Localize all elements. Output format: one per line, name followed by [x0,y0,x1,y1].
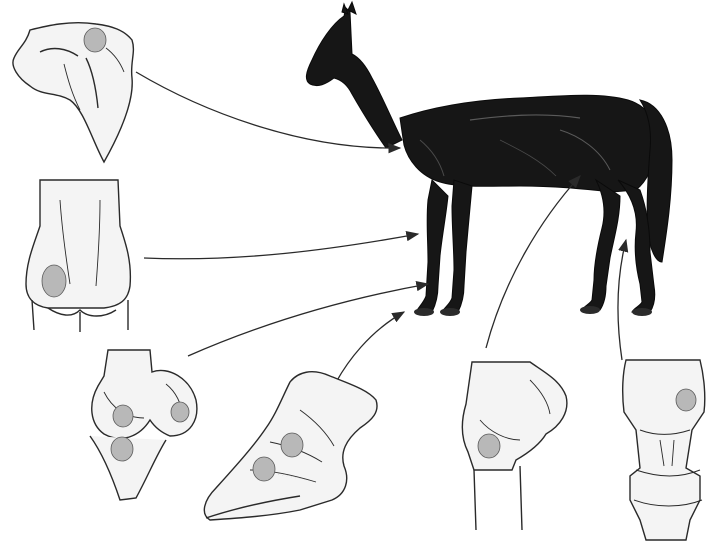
panel-hock-joint [623,360,705,540]
lesion-elbow-3 [111,437,133,461]
arrow-stifle [486,176,580,348]
panel-fetlock-joint-front [26,180,130,332]
lesion-elbow-2 [171,402,189,422]
panel-elbow-joint [90,350,197,500]
panel-stifle-joint [462,362,567,530]
lesion-shoulder [84,28,106,52]
horse-silhouette [306,2,672,312]
arrow-fetlock-front [144,234,418,259]
lesion-hoof-2 [253,457,275,481]
lesion-hock [676,389,696,411]
lesion-hoof-1 [281,433,303,457]
panel-hoof-coffin-joint [204,372,377,520]
lesion-elbow-1 [113,405,133,427]
lesion-fetlock-front [42,265,66,297]
arrow-hock [618,240,626,360]
lesion-stifle [478,434,500,458]
panel-shoulder-joint [13,23,133,162]
